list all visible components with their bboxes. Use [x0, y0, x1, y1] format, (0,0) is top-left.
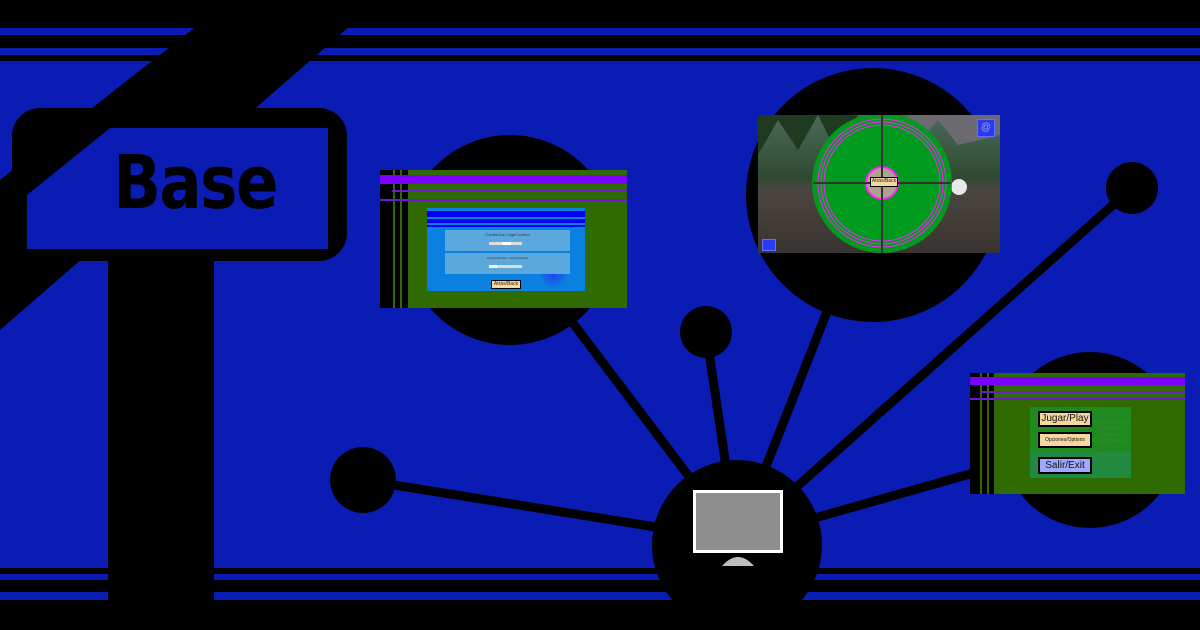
light-control: Control luz / Light control [445, 230, 570, 251]
fingerprint-icon[interactable]: @ [977, 119, 995, 137]
gun-icon[interactable] [762, 239, 776, 251]
options-button[interactable]: Opciones/Options [1038, 432, 1092, 448]
light-slider[interactable] [489, 242, 522, 245]
sign-label: Base [113, 140, 278, 226]
sound-control: Control Sonido / Sound Control [445, 253, 570, 274]
back-button[interactable]: Atrás/Back [491, 280, 521, 289]
game-screenshot: Atrás/Back @ [758, 115, 1000, 253]
menu-screenshot: Jugar/Play Opciones/Options Salir/Exit P… [970, 373, 1185, 494]
generic-customization-note: Personalización genérica / Generic custo… [1094, 420, 1130, 444]
options-screenshot: Control luz / Light control Control Soni… [380, 170, 627, 308]
options-panel: Control luz / Light control Control Soni… [427, 208, 585, 291]
sound-label: Control Sonido / Sound Control [486, 256, 529, 260]
back-button[interactable]: Atrás/Back [870, 177, 898, 187]
menu-panel: Jugar/Play Opciones/Options Salir/Exit P… [1030, 407, 1131, 478]
monitor-icon [693, 490, 783, 566]
play-button[interactable]: Jugar/Play [1038, 411, 1092, 427]
light-label: Control luz / Light control [485, 232, 530, 237]
personal-customization-note: Personalización personal / Personal cust… [1094, 452, 1130, 476]
sound-slider[interactable] [489, 265, 522, 268]
exit-button[interactable]: Salir/Exit [1038, 457, 1092, 474]
